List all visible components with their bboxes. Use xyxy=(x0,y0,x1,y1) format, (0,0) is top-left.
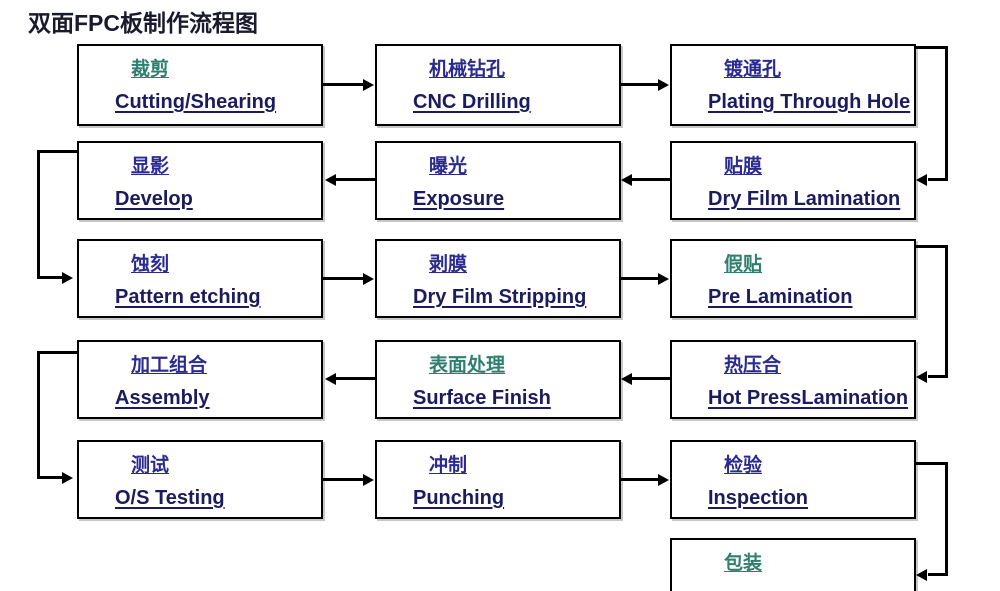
node-surface-finish[interactable]: 表面处理 Surface Finish xyxy=(375,340,621,419)
connector-wrap2-vertical xyxy=(37,150,40,279)
connector-wrap5-top xyxy=(914,462,948,465)
connector-cnc-to-plating xyxy=(621,83,660,86)
node-develop[interactable]: 显影 Develop xyxy=(77,141,323,220)
node-os-testing-en: O/S Testing xyxy=(115,487,225,509)
connector-exposure-to-develop xyxy=(336,178,375,181)
arrowhead-wrap3 xyxy=(916,370,927,383)
node-develop-cn: 显影 xyxy=(131,156,170,177)
connector-etching-to-stripping xyxy=(323,277,365,280)
node-assembly-cn: 加工组合 xyxy=(131,355,208,376)
node-hot-press-lamination-en: Hot PressLamination xyxy=(708,387,909,409)
connector-wrap2-bottom xyxy=(37,276,65,279)
node-exposure-en: Exposure xyxy=(413,188,505,210)
node-dry-film-lamination[interactable]: 贴膜 Dry Film Lamination xyxy=(670,141,916,220)
node-pattern-etching-cn: 蚀刻 xyxy=(131,254,170,275)
connector-wrap1-top xyxy=(914,46,948,49)
node-exposure-cn: 曝光 xyxy=(429,156,468,177)
node-pre-lamination[interactable]: 假贴 Pre Lamination xyxy=(670,239,916,318)
node-cnc-drilling-cn: 机械钻孔 xyxy=(429,59,506,80)
arrowhead-hotpress-to-surface xyxy=(621,372,632,385)
arrowhead-wrap5 xyxy=(916,568,927,581)
arrowhead-wrap1 xyxy=(916,173,927,186)
arrowhead-wrap4 xyxy=(62,471,73,484)
arrowhead-surface-to-assembly xyxy=(325,372,336,385)
connector-hotpress-to-surface xyxy=(632,377,670,380)
connector-wrap1-vertical xyxy=(945,46,948,181)
connector-wrap2-top xyxy=(37,150,79,153)
arrowhead-punching-to-inspection xyxy=(658,473,669,486)
node-pre-lamination-en: Pre Lamination xyxy=(708,286,853,308)
node-assembly-en: Assembly xyxy=(115,387,210,409)
node-dry-film-stripping[interactable]: 剥膜 Dry Film Stripping xyxy=(375,239,621,318)
connector-wrap4-vertical xyxy=(37,351,40,479)
node-surface-finish-cn: 表面处理 xyxy=(429,355,506,376)
connector-surface-to-assembly xyxy=(336,377,375,380)
arrowhead-testing-to-punching xyxy=(363,473,374,486)
node-plating-through-hole-cn: 镀通孔 xyxy=(724,59,782,80)
connector-wrap1-bottom xyxy=(928,178,948,181)
connector-wrap5-bottom xyxy=(928,573,948,576)
node-exposure[interactable]: 曝光 Exposure xyxy=(375,141,621,220)
node-cutting-en: Cutting/Shearing xyxy=(115,91,277,113)
node-inspection[interactable]: 检验 Inspection xyxy=(670,440,916,519)
node-cutting-cn: 裁剪 xyxy=(131,59,170,80)
node-pattern-etching-en: Pattern etching xyxy=(115,286,261,308)
node-surface-finish-en: Surface Finish xyxy=(413,387,551,409)
node-plating-through-hole[interactable]: 镀通孔 Plating Through Hole xyxy=(670,44,916,126)
node-hot-press-lamination-cn: 热压合 xyxy=(724,355,782,376)
connector-wrap3-bottom xyxy=(928,375,948,378)
node-dry-film-lamination-en: Dry Film Lamination xyxy=(708,188,901,210)
node-pre-lamination-cn: 假贴 xyxy=(724,254,763,275)
connector-punching-to-inspection xyxy=(621,478,660,481)
node-packaging-cn: 包装 xyxy=(724,553,763,574)
connector-wrap3-vertical xyxy=(945,245,948,378)
node-packaging[interactable]: 包装 xyxy=(670,538,916,591)
connector-cutting-to-cnc xyxy=(323,83,365,86)
node-dry-film-stripping-en: Dry Film Stripping xyxy=(413,286,587,308)
node-assembly[interactable]: 加工组合 Assembly xyxy=(77,340,323,419)
node-dry-film-stripping-cn: 剥膜 xyxy=(429,254,468,275)
arrowhead-cnc-to-plating xyxy=(658,78,669,91)
connector-wrap3-top xyxy=(914,245,948,248)
node-hot-press-lamination[interactable]: 热压合 Hot PressLamination xyxy=(670,340,916,419)
arrowhead-cutting-to-cnc xyxy=(363,78,374,91)
connector-lamination-to-exposure xyxy=(632,178,670,181)
arrowhead-wrap2 xyxy=(62,271,73,284)
node-inspection-cn: 检验 xyxy=(724,455,763,476)
node-dry-film-lamination-cn: 贴膜 xyxy=(724,156,763,177)
node-plating-through-hole-en: Plating Through Hole xyxy=(708,91,911,113)
arrowhead-lamination-to-exposure xyxy=(621,173,632,186)
node-punching[interactable]: 冲制 Punching xyxy=(375,440,621,519)
node-cnc-drilling[interactable]: 机械钻孔 CNC Drilling xyxy=(375,44,621,126)
node-cnc-drilling-en: CNC Drilling xyxy=(413,91,531,113)
node-develop-en: Develop xyxy=(115,188,193,210)
node-os-testing[interactable]: 测试 O/S Testing xyxy=(77,440,323,519)
connector-wrap4-top xyxy=(37,351,79,354)
connector-stripping-to-prelam xyxy=(621,277,660,280)
node-cutting[interactable]: 裁剪 Cutting/Shearing xyxy=(77,44,323,126)
arrowhead-stripping-to-prelam xyxy=(658,272,669,285)
node-os-testing-cn: 测试 xyxy=(131,455,170,476)
connector-wrap5-vertical xyxy=(945,462,948,576)
node-inspection-en: Inspection xyxy=(708,487,809,509)
node-punching-en: Punching xyxy=(413,487,505,509)
connector-wrap4-bottom xyxy=(37,476,65,479)
page-title: 双面FPC板制作流程图 xyxy=(28,10,258,36)
node-punching-cn: 冲制 xyxy=(429,455,468,476)
node-pattern-etching[interactable]: 蚀刻 Pattern etching xyxy=(77,239,323,318)
arrowhead-exposure-to-develop xyxy=(325,173,336,186)
arrowhead-etching-to-stripping xyxy=(363,272,374,285)
connector-testing-to-punching xyxy=(323,478,365,481)
